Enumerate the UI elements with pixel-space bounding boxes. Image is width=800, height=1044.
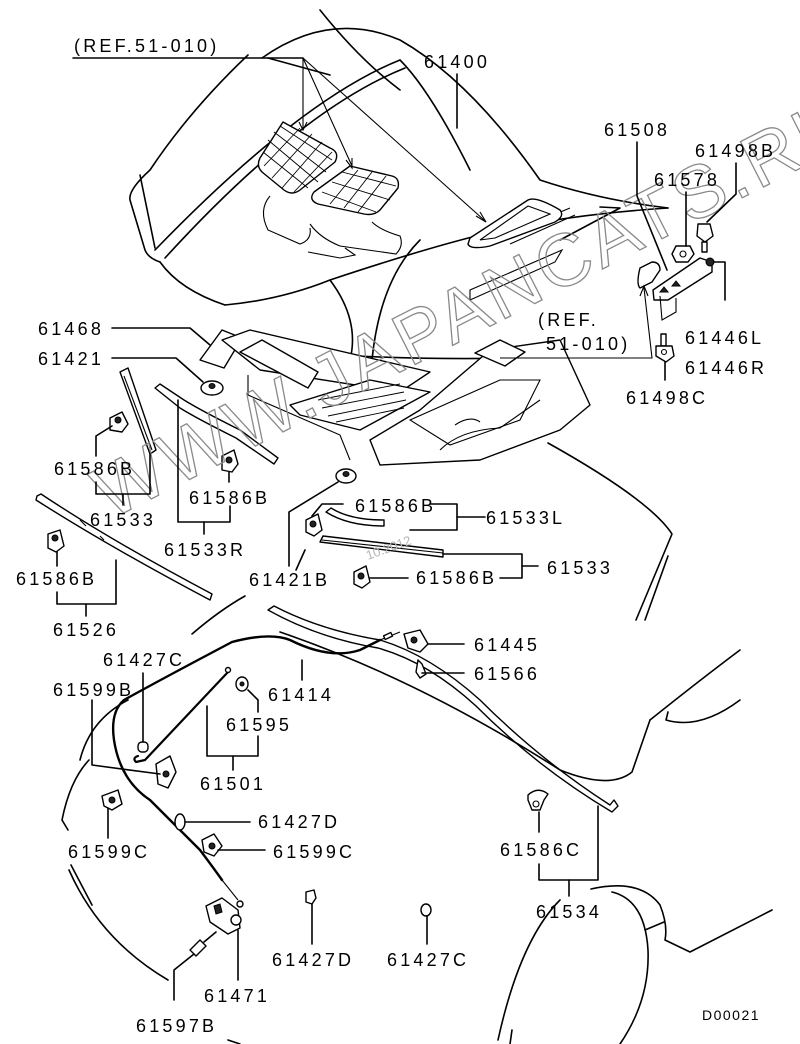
part-label-61421[interactable]: 61421 [38,349,104,369]
hood-vent-grille-right [311,165,400,216]
clip-61427D-a [174,813,186,831]
part-label-61534[interactable]: 61534 [536,902,602,922]
clip-61599C-b [201,833,223,857]
ref-label-right-1[interactable]: (REF. [538,310,599,330]
clip-61427C-b [420,903,432,917]
bolt-61597B [189,931,217,957]
part-label-61533-a[interactable]: 61533 [90,510,156,530]
part-label-61595[interactable]: 61595 [226,715,292,735]
seal-61534-cowl [267,605,619,813]
part-label-61578[interactable]: 61578 [654,170,720,190]
part-label-61414[interactable]: 61414 [268,685,334,705]
clip-61586B-b [221,449,239,473]
clip-61586B-c [47,529,65,553]
clip-61586C [527,789,549,811]
holder-61599B [155,755,177,789]
hood-hinge [637,257,715,321]
hinge-bolt-61498C [655,333,675,363]
seal-61533R [154,383,279,465]
clip-61427C-a [137,741,149,753]
part-label-61586C[interactable]: 61586C [500,840,582,860]
part-label-61533R[interactable]: 61533R [164,540,246,560]
part-label-61533L[interactable]: 61533L [486,508,565,528]
part-label-61446L[interactable]: 61446L [685,328,764,348]
part-label-61599B[interactable]: 61599B [53,680,134,700]
part-label-61586B-a[interactable]: 61586B [54,459,135,479]
part-label-61421B[interactable]: 61421B [249,570,330,590]
grommet-61595 [235,676,249,692]
part-label-61586B-b[interactable]: 61586B [189,488,270,508]
grommet-61421 [200,380,224,396]
watermark: WWW.JAPANCATS.RU [80,78,800,534]
part-label-61597B[interactable]: 61597B [136,1016,217,1036]
part-label-61446R[interactable]: 61446R [685,358,767,378]
vehicle-body-outline [61,442,773,1044]
release-cable-61414 [111,631,401,908]
hood-inner-frame [199,329,591,466]
hood-scoop [467,198,563,249]
part-label-61508[interactable]: 61508 [604,120,670,140]
part-label-61566[interactable]: 61566 [474,664,540,684]
part-label-61526[interactable]: 61526 [53,620,119,640]
part-label-61468[interactable]: 61468 [38,319,104,339]
part-label-61427C-b[interactable]: 61427C [387,950,469,970]
part-label-61599C-a[interactable]: 61599C [68,842,150,862]
hood-vent-grille-left [257,121,338,194]
seal-61533-side [119,367,157,455]
clip-61586B-d [305,513,323,537]
part-labels: (REF.51-010) 61400 61508 61498B 61578 61… [16,36,776,1036]
ref-label-right-2[interactable]: 51-010) [546,334,630,354]
part-label-61427D-a[interactable]: 61427D [258,812,340,832]
part-label-61427C-a[interactable]: 61427C [103,650,185,670]
clip-61427D-b [305,889,317,905]
part-label-61400[interactable]: 61400 [424,52,490,72]
hood-support-rod-61501 [133,666,232,764]
part-label-61533-b[interactable]: 61533 [547,558,613,578]
ref-label-top[interactable]: (REF.51-010) [74,36,219,56]
clip-61586B-a [109,411,129,433]
grommet-61421B [335,468,357,484]
hinge-bolt-61498B [696,223,714,253]
part-label-61427D-b[interactable]: 61427D [272,950,354,970]
watermark-date: 10.2012 [364,533,413,563]
seal-61533-front [319,535,444,558]
part-label-61471[interactable]: 61471 [204,986,270,1006]
part-label-61599C-b[interactable]: 61599C [273,842,355,862]
diagram-code: D00021 [702,1007,760,1023]
part-label-61501[interactable]: 61501 [200,774,266,794]
leader-lines [56,57,737,1001]
part-label-61498C[interactable]: 61498C [626,388,708,408]
part-label-61586B-e[interactable]: 61586B [416,568,497,588]
hood-latch-61471 [205,897,242,935]
seal-61533L [325,507,385,527]
hinge-nut-61578 [671,245,695,263]
part-label-61586B-d[interactable]: 61586B [355,496,436,516]
striker-61445 [403,629,429,653]
hood-inner-gaskets [262,195,402,259]
part-label-61445[interactable]: 61445 [474,635,540,655]
clip-61599C-a [101,789,123,811]
part-label-61586B-c[interactable]: 61586B [16,569,97,589]
part-label-61498B[interactable]: 61498B [695,141,776,161]
seal-61526 [35,493,213,601]
clip-61586B-e [353,565,371,589]
